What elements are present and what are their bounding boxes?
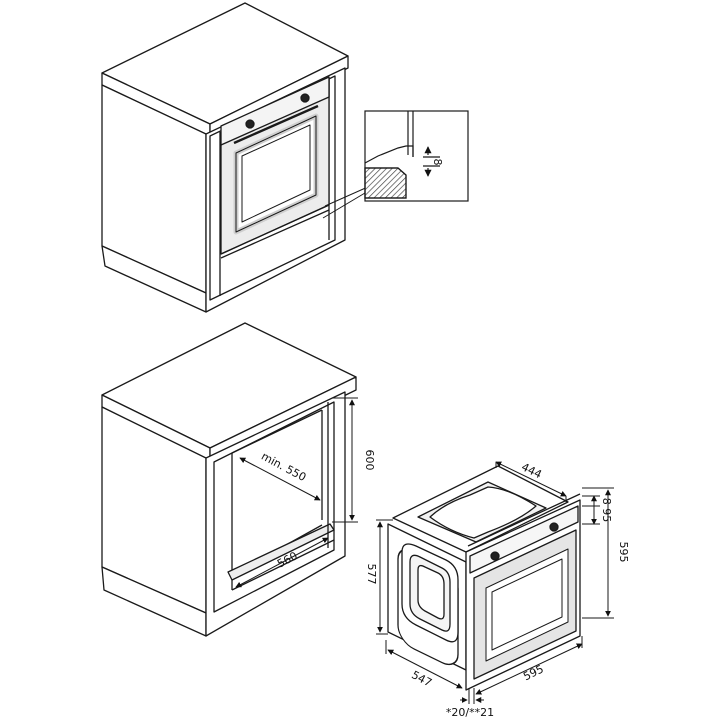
label-height-577: 577 [365, 564, 378, 585]
oven-unit-knob-right [549, 522, 559, 532]
detail-leader [322, 185, 371, 219]
oven-knob-right [300, 93, 310, 103]
cabinet-niche [101, 322, 357, 637]
label-height-600: 600 [363, 450, 376, 471]
label-width-595: 595 [521, 662, 546, 683]
detail-hatched-shelf [364, 167, 407, 199]
oven-dimensions [376, 461, 614, 704]
label-offset-20-21: *20/**21 [446, 706, 494, 719]
label-height-595: 595 [617, 542, 630, 563]
niche-dimensions [235, 397, 358, 588]
cabinet-with-oven [101, 2, 349, 313]
oven-unit [387, 465, 581, 691]
label-gap-8: 8 [431, 159, 444, 166]
detail-inset [364, 110, 469, 202]
label-gap-8-95: 8 95 [600, 498, 613, 523]
oven-knob-left [245, 119, 255, 129]
oven-unit-knob-left [490, 551, 500, 561]
